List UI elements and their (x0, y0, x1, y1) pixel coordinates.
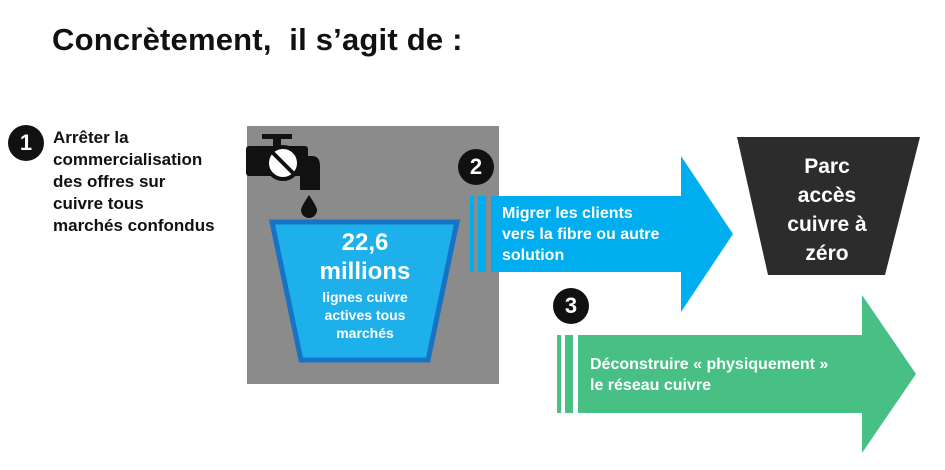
step-3-line: le réseau cuivre (590, 377, 711, 394)
step-3-line: Déconstruire « physiquement » (590, 356, 829, 373)
prohibited-icon (265, 145, 301, 181)
bucket-shape (268, 219, 461, 363)
copper-park-shape (737, 137, 920, 275)
water-drop-icon (301, 195, 317, 218)
step-1-line: commercialisation (53, 150, 203, 169)
copper-lines-caption: lignes cuivre (322, 289, 408, 305)
copper-lines-value: 22,6 (341, 229, 389, 256)
step-3-text: Déconstruire « physiquement » le réseau … (590, 354, 880, 396)
copper-lines-caption: marchés (336, 325, 394, 341)
step-1-line: des offres sur (53, 172, 166, 191)
copper-lines-count: 22,6 millions lignes cuivre actives tous… (290, 228, 440, 342)
step-1-badge: 1 (8, 125, 44, 161)
step-2-line: vers la fibre ou autre (502, 226, 660, 243)
step-1-text: Arrêter la commercialisation des offres … (53, 127, 253, 237)
page-title: Concrètement, il s’agit de : (52, 22, 463, 57)
deconstruct-arrow (557, 295, 916, 453)
copper-park-line: zéro (805, 242, 849, 265)
step-2-line: Migrer les clients (502, 205, 633, 222)
copper-park-text: Parc accès cuivre à zéro (752, 152, 902, 268)
copper-park-line: accès (797, 184, 857, 207)
step-1-line: Arrêter la (53, 128, 129, 147)
step-2-text: Migrer les clients vers la fibre ou autr… (502, 203, 682, 266)
copper-lines-caption: actives tous (324, 307, 406, 323)
copper-park-line: Parc (804, 155, 850, 178)
migrate-arrow (470, 156, 733, 312)
step-2-line: solution (502, 247, 565, 264)
copper-lines-unit: millions (319, 258, 411, 285)
step-3-badge: 3 (553, 288, 589, 324)
step-2-badge: 2 (458, 149, 494, 185)
step-1-line: cuivre tous (53, 194, 144, 213)
copper-park-line: cuivre à (787, 213, 867, 236)
step-1-line: marchés confondus (53, 216, 215, 235)
